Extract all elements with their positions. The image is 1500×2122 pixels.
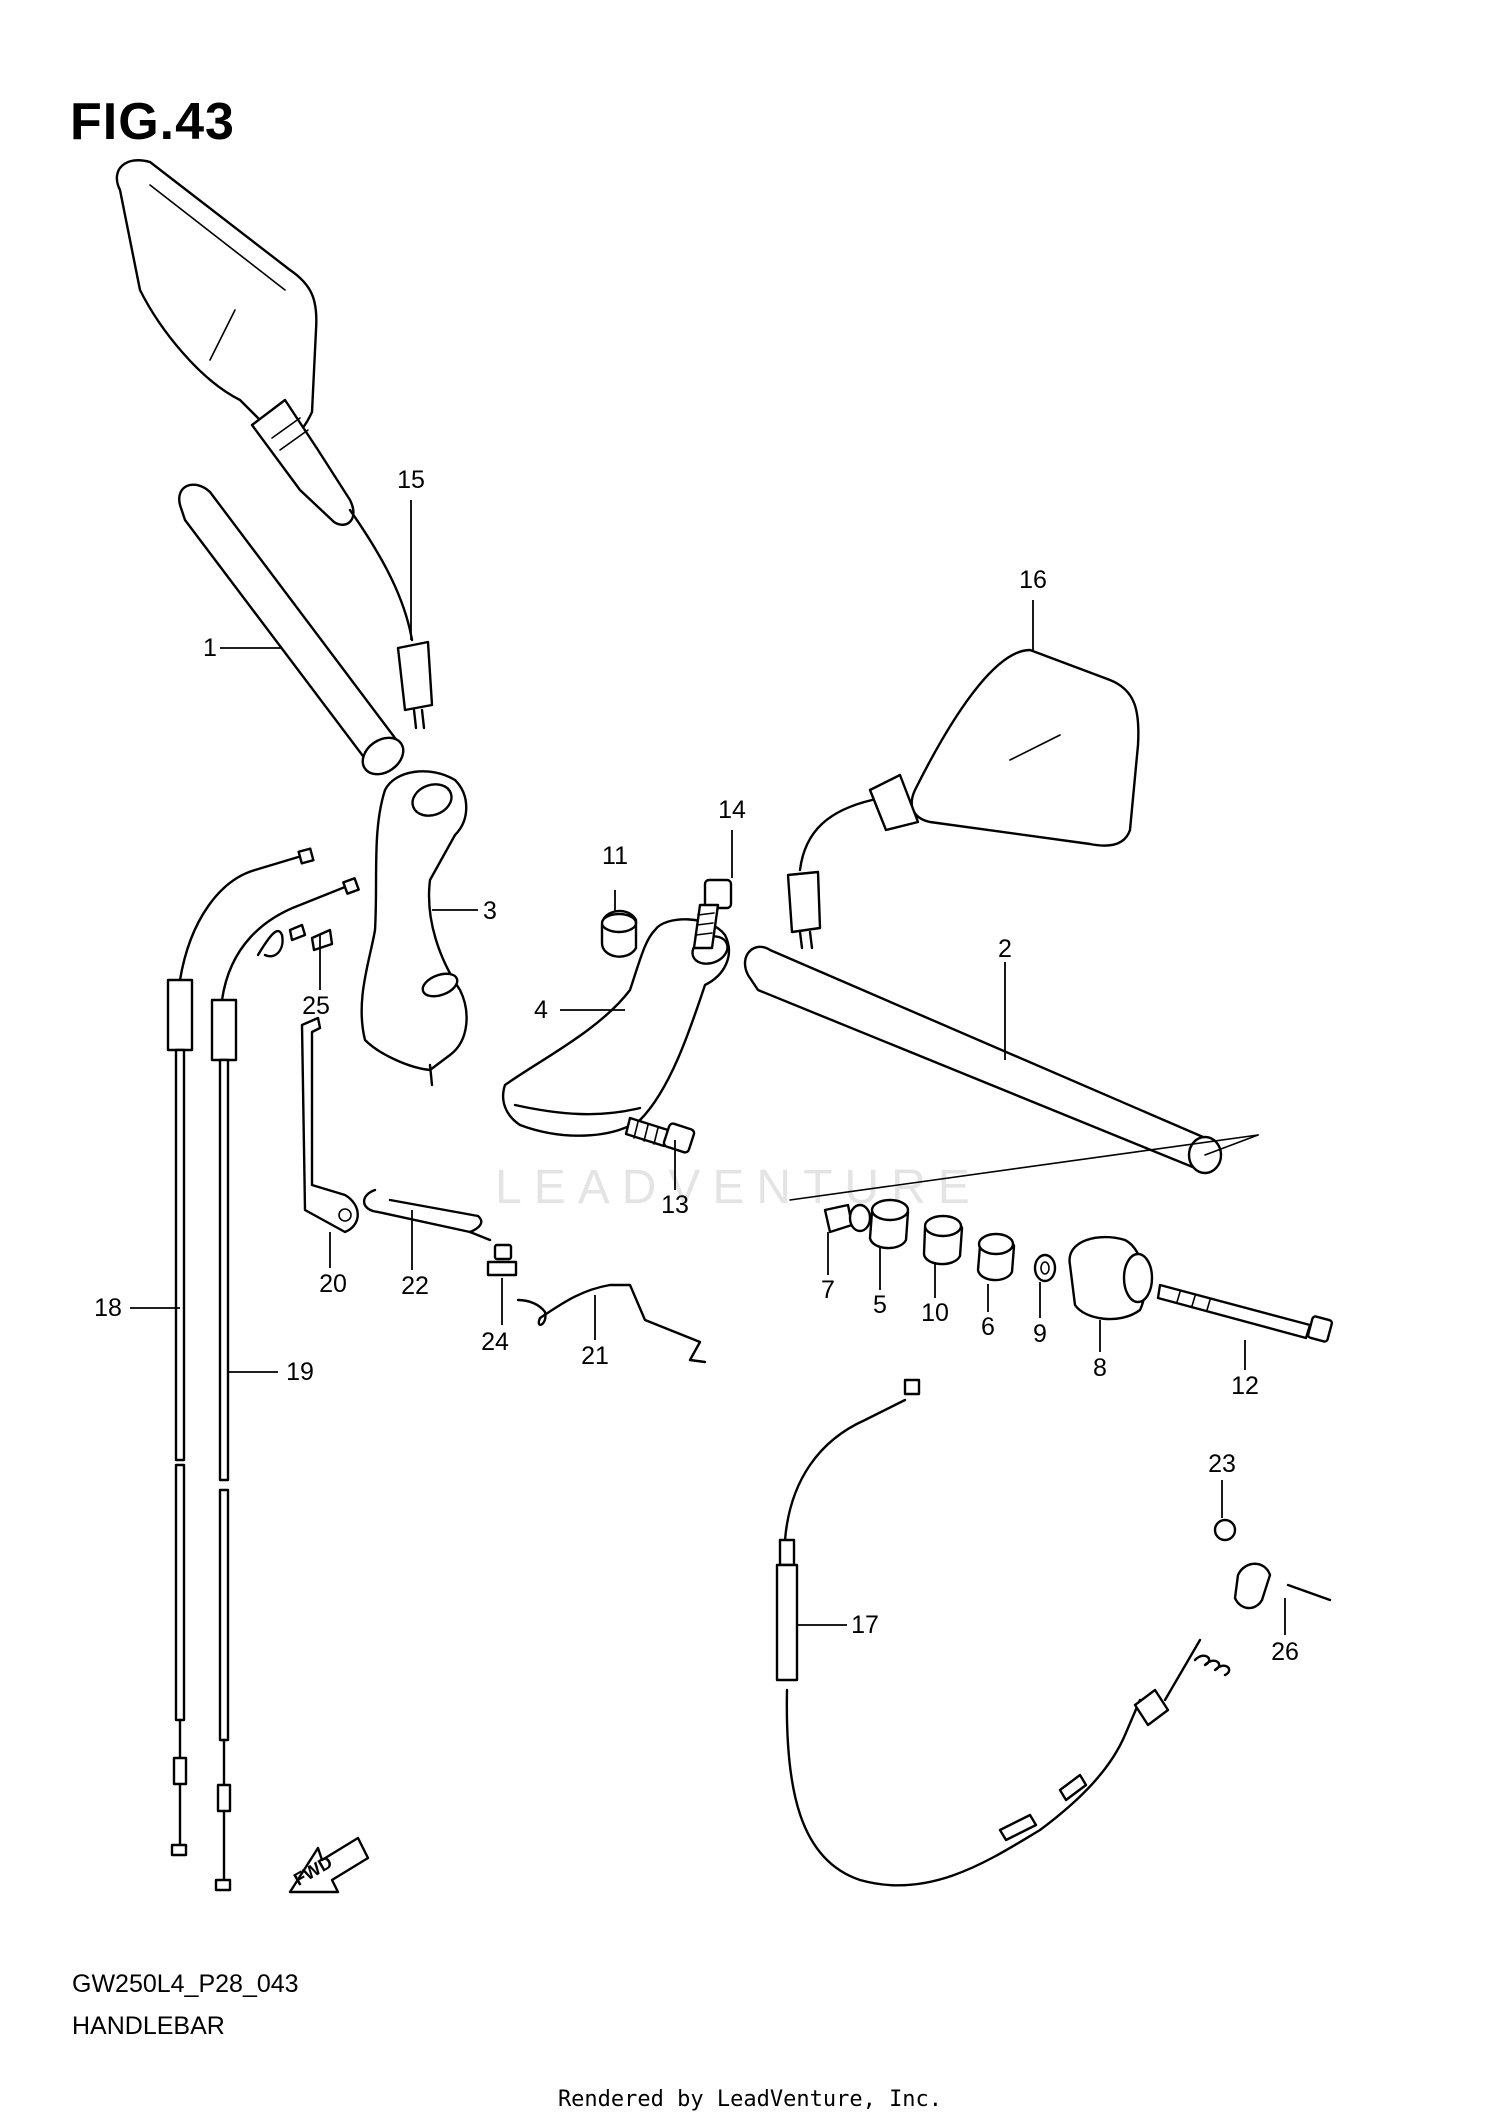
callout-24: 24 [481,1328,509,1356]
cable-clamp[interactable] [362,1188,492,1242]
callout-10: 10 [921,1299,949,1327]
callout-13: 13 [661,1191,689,1219]
left-grip[interactable] [178,483,410,782]
wire-clamp[interactable] [516,1283,707,1364]
callout-19: 19 [286,1358,314,1386]
left-handlebar-holder[interactable] [360,770,468,1087]
callout-17: 17 [851,1611,879,1639]
callout-7: 7 [821,1276,835,1304]
model-code: GW250L4_P28_043 [72,1970,299,1998]
holder-bolt-lower[interactable] [624,1116,696,1154]
holder-cushion[interactable] [600,909,638,958]
callout-14: 14 [718,796,746,824]
callout-2: 2 [998,935,1012,963]
callout-9: 9 [1033,1320,1047,1348]
clutch-cable[interactable] [775,1378,1231,1887]
figure-title: FIG.43 [70,93,235,151]
callout-16: 16 [1019,566,1047,594]
holder-bolt-upper[interactable] [692,878,733,950]
right-mirror[interactable] [786,648,1140,950]
callout-23: 23 [1208,1450,1236,1478]
callout-21: 21 [581,1342,609,1370]
callout-25: 25 [302,992,330,1020]
callout-12: 12 [1231,1372,1259,1400]
callout-3: 3 [483,897,497,925]
clamp-screw[interactable] [486,1243,518,1277]
callout-6: 6 [981,1313,995,1341]
diagram-name: HANDLEBAR [72,2012,225,2040]
cable-guide[interactable] [256,923,334,958]
callout-1: 1 [203,634,217,662]
callout-18: 18 [94,1294,122,1322]
callout-15: 15 [397,466,425,494]
cable-bracket[interactable] [300,1016,359,1234]
throttle-cable-no2[interactable] [210,877,360,1892]
callout-26: 26 [1271,1638,1299,1666]
throttle-spacer-parts[interactable] [823,1198,1057,1283]
handlebar-balancer[interactable] [1068,1235,1154,1321]
balancer-screw[interactable] [1156,1283,1334,1343]
callout-22: 22 [401,1272,429,1300]
left-mirror[interactable] [115,159,434,730]
throttle-cable-no1[interactable] [166,847,315,1857]
callout-20: 20 [319,1270,347,1298]
callout-8: 8 [1093,1354,1107,1382]
callout-leaders [130,500,1286,1635]
right-handlebar[interactable] [743,945,1259,1201]
render-credit: Rendered by LeadVenture, Inc. [557,2087,943,2112]
callout-5: 5 [873,1291,887,1319]
clutch-cable-joint[interactable] [1213,1518,1332,1610]
forward-direction-arrow: FWD [288,1836,370,1894]
callout-11: 11 [602,842,628,870]
callout-4: 4 [534,996,548,1024]
